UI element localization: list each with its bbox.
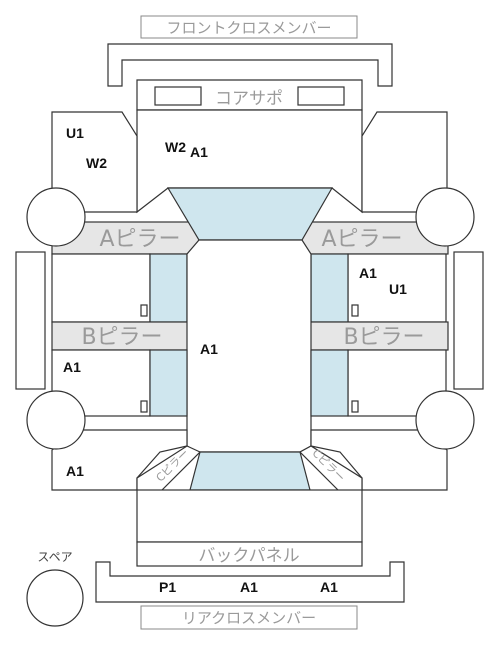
a-pillar-right-label: Aピラー <box>321 227 402 252</box>
hood-code-a1: A1 <box>190 144 208 160</box>
front-cross-member-label: フロントクロスメンバー <box>166 19 331 37</box>
roof-code-a1: A1 <box>200 341 218 357</box>
trunk-lid[interactable] <box>136 489 363 543</box>
front-left-handle[interactable] <box>140 304 148 317</box>
spare-tire[interactable] <box>26 569 84 627</box>
front-right-door[interactable] <box>347 253 447 323</box>
front-right-door-code-u1: U1 <box>389 281 407 297</box>
front-left-tire[interactable] <box>26 187 86 247</box>
rear-bumper[interactable] <box>95 561 405 603</box>
rear-bumper-code-p1: P1 <box>159 579 176 595</box>
front-cross-member[interactable] <box>107 43 393 87</box>
b-pillar-right-label: Bピラー <box>343 325 424 350</box>
a-pillar-left-label: Aピラー <box>99 227 180 252</box>
back-panel[interactable] <box>136 541 363 567</box>
right-side-sill[interactable] <box>453 251 484 390</box>
spare-label: スペア <box>37 550 72 564</box>
left-side-sill[interactable] <box>15 251 46 390</box>
back-panel-label: バックパネル <box>198 546 299 566</box>
b-pillar-left-label: Bピラー <box>81 325 162 350</box>
rear-left-door-code-a1: A1 <box>63 359 81 375</box>
front-cross-member-label-box[interactable] <box>140 15 358 39</box>
rear-left-quarter-code-a1: A1 <box>66 463 84 479</box>
rear-left-quarter-panel[interactable] <box>51 429 188 491</box>
headlight-right[interactable] <box>297 86 345 106</box>
core-support-label: コアサポ <box>215 89 283 109</box>
front-left-fender-code-u1: U1 <box>66 125 84 141</box>
rear-right-tire[interactable] <box>415 390 475 450</box>
front-right-window[interactable] <box>310 253 349 323</box>
front-right-handle[interactable] <box>351 304 359 317</box>
rear-cross-member-label-box[interactable] <box>140 605 358 630</box>
front-left-fender-code-w2: W2 <box>86 155 107 171</box>
rear-bumper-code-a1-right: A1 <box>320 579 338 595</box>
front-left-door[interactable] <box>51 253 151 323</box>
rear-left-handle[interactable] <box>140 400 148 413</box>
front-right-tire[interactable] <box>415 187 475 247</box>
rear-right-handle[interactable] <box>351 400 359 413</box>
front-left-window[interactable] <box>149 253 188 323</box>
rear-left-window[interactable] <box>149 349 188 417</box>
rear-cross-member-label: リアクロスメンバー <box>182 609 316 627</box>
rear-right-window[interactable] <box>310 349 349 417</box>
hood-code-w2: W2 <box>165 139 186 155</box>
rear-left-tire[interactable] <box>26 390 86 450</box>
headlight-left[interactable] <box>154 86 202 106</box>
front-right-door-code-a1: A1 <box>359 265 377 281</box>
rear-window[interactable] <box>189 451 311 491</box>
rear-bumper-code-a1-middle: A1 <box>240 579 258 595</box>
rear-right-quarter-panel[interactable] <box>310 429 448 491</box>
